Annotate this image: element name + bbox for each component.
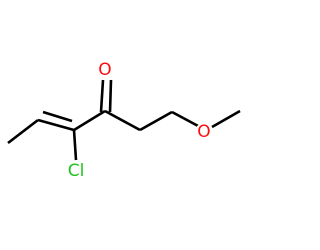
bond-alkene-outer xyxy=(37,118,75,132)
atom-ether-oxygen: O xyxy=(195,122,213,142)
ether-oxygen-label: O xyxy=(197,122,210,142)
bond-methylene-to-methylene xyxy=(139,110,173,132)
bond-methylene-to-ether-oxygen xyxy=(171,110,201,129)
bond-alpha-carbon-to-chlorine xyxy=(72,129,78,161)
atom-chlorine: Cl xyxy=(64,161,90,181)
molecule-diagram: O O Cl xyxy=(7,60,241,181)
structure-canvas: O O Cl xyxy=(7,60,241,181)
bond-ether-oxygen-to-methyl xyxy=(211,109,241,129)
chlorine-label: Cl xyxy=(68,161,85,181)
bond-vinyl-to-carbonyl-carbon xyxy=(73,109,106,132)
atom-carbonyl-oxygen: O xyxy=(96,60,114,80)
carbonyl-oxygen-label: O xyxy=(98,60,111,80)
bond-carbonyl-right xyxy=(108,79,113,113)
bond-methyl-to-vinyl xyxy=(7,118,39,145)
bond-carbonyl-to-methylene xyxy=(104,109,141,132)
bond-carbonyl-left xyxy=(99,79,105,113)
bond-alkene-inner xyxy=(42,110,73,123)
